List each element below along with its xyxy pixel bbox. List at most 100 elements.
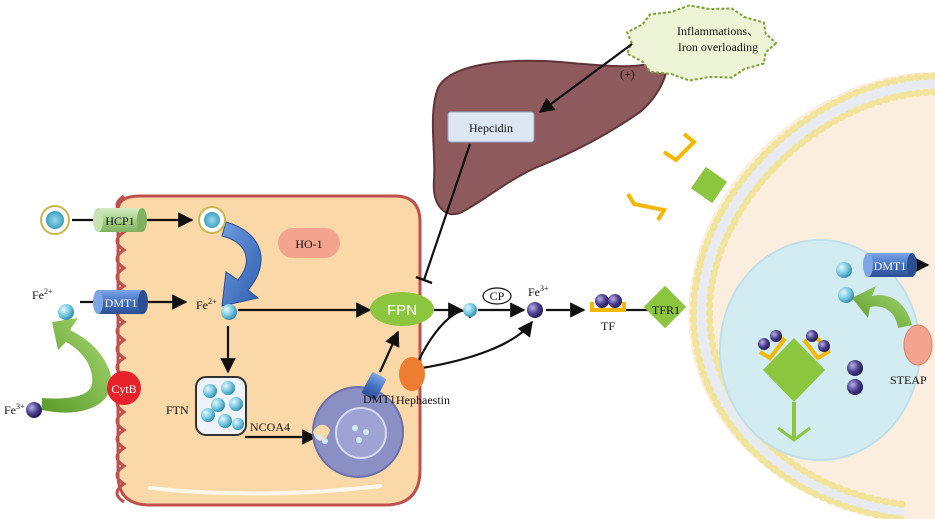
dmt1-label: DMT1 bbox=[105, 296, 138, 310]
target-cell bbox=[688, 72, 935, 519]
ferritin-iron-cluster bbox=[201, 381, 244, 430]
cytb-reduction-arrow bbox=[42, 318, 112, 413]
apo-tf-1 bbox=[662, 132, 697, 163]
steap-body bbox=[903, 324, 933, 366]
fe3-mid-label: Fe3+ bbox=[528, 284, 549, 299]
ftn-iron-5 bbox=[201, 408, 215, 422]
lysosome-iron-4 bbox=[316, 434, 322, 440]
dmt1-cap-left bbox=[93, 290, 103, 314]
tfr1-label: TFR1 bbox=[652, 303, 680, 317]
ho1-label: HO-1 bbox=[295, 237, 322, 251]
tf-label: TF bbox=[601, 319, 615, 333]
transferrin: TF bbox=[590, 294, 626, 333]
right-dmt1-cap-left bbox=[863, 253, 873, 277]
membrane-outer-heads bbox=[690, 72, 935, 519]
cytb-body bbox=[107, 371, 141, 405]
right-fe2-ion-2 bbox=[838, 287, 854, 303]
liver-shape bbox=[431, 58, 669, 215]
lysosome-iron-5 bbox=[322, 438, 328, 444]
ho1-conversion-arrow bbox=[221, 221, 262, 307]
dmt1-transporter: DMT1 bbox=[93, 290, 148, 314]
cell-highlight bbox=[148, 484, 382, 496]
ho1-body bbox=[278, 228, 340, 258]
cloud-shape bbox=[625, 4, 778, 82]
hcp1-cap-left bbox=[93, 208, 103, 232]
apo-transferrin bbox=[626, 132, 697, 222]
ftn-iron-6 bbox=[218, 414, 232, 428]
right-dmt1-label: DMT1 bbox=[874, 259, 907, 273]
heme-inside bbox=[202, 210, 222, 230]
inflammation-text-2: Iron overloading bbox=[678, 40, 758, 54]
lysosome-dmt1 bbox=[362, 372, 386, 400]
right-fe3-ion-2 bbox=[847, 379, 863, 395]
ho1-enzyme: HO-1 bbox=[278, 228, 340, 258]
endosome-tfr1-complex bbox=[758, 330, 831, 442]
hcp1-body bbox=[98, 208, 142, 232]
ftn-iron-3 bbox=[211, 398, 225, 412]
cytb-label: CytB bbox=[111, 382, 136, 396]
hcp1-transporter: HCP1 bbox=[93, 208, 147, 232]
ftn-iron-7 bbox=[232, 418, 244, 430]
microvilli bbox=[115, 194, 127, 504]
steap-reduction-arrow bbox=[852, 286, 912, 328]
fpn-transporter: FPN bbox=[370, 292, 434, 326]
lysosome-iron-1 bbox=[352, 425, 358, 431]
membrane-inner-heads bbox=[706, 88, 935, 509]
cytb-enzyme: CytB bbox=[107, 371, 141, 405]
tf-fe3-1 bbox=[595, 294, 609, 308]
fe3-plasma-ion bbox=[527, 302, 543, 318]
inflammation-text-1: Inflammations、 bbox=[677, 24, 759, 38]
dmt1-cap-right bbox=[138, 290, 148, 314]
hcp1-cap-right bbox=[137, 208, 147, 232]
endo-fe3-3 bbox=[806, 330, 818, 342]
tfr1-free bbox=[690, 166, 728, 204]
hephaestin-enzyme: Hephaestin bbox=[396, 357, 450, 407]
connectors bbox=[72, 43, 930, 445]
fe2-left-label: Fe2+ bbox=[32, 287, 53, 302]
right-dmt1-body bbox=[868, 253, 912, 277]
hcp1-label: HCP1 bbox=[105, 214, 134, 228]
hepcidin-inhibit-bar bbox=[415, 275, 433, 285]
fe2-exported-ion bbox=[463, 303, 477, 317]
hepcidin-inhibit-line bbox=[422, 143, 472, 281]
fpn-label: FPN bbox=[387, 302, 417, 319]
hephaestin-curve-2 bbox=[421, 320, 533, 370]
ncoa4-label: NCOA4 bbox=[250, 420, 290, 434]
hephaestin-label: Hephaestin bbox=[396, 393, 450, 407]
ferritin: FTN NCOA4 bbox=[166, 376, 290, 436]
cp-label: CP bbox=[490, 289, 505, 303]
right-dmt1-transporter: DMT1 bbox=[863, 253, 917, 277]
hepcidin-label: Hepcidin bbox=[469, 121, 513, 135]
tf-fe3-2 bbox=[608, 294, 622, 308]
heme-outside bbox=[44, 209, 66, 231]
cp-enzyme: CP bbox=[482, 287, 512, 305]
ftn-iron-1 bbox=[203, 384, 217, 398]
inflammation-cloud: Inflammations、 Iron overloading (+) bbox=[620, 4, 778, 82]
ftn-iron-4 bbox=[229, 397, 243, 411]
ions bbox=[26, 205, 863, 418]
right-fe3-ion-1 bbox=[847, 360, 863, 376]
fe2-inside-ion bbox=[221, 304, 237, 320]
endo-fe3-2 bbox=[770, 330, 782, 342]
endo-fe3-4 bbox=[818, 340, 830, 352]
lysosome-iron-2 bbox=[363, 429, 369, 435]
cloud-to-hepcidin-arrow bbox=[538, 43, 633, 113]
apo-tf-2 bbox=[626, 192, 668, 222]
hepcidin-box bbox=[447, 111, 535, 143]
lysosome: DMT1 bbox=[312, 372, 404, 478]
endosome-tfr1 bbox=[763, 338, 825, 402]
tf-bracket bbox=[590, 302, 626, 312]
fe2-mid-label: Fe2+ bbox=[196, 297, 217, 312]
plus-sign: (+) bbox=[620, 67, 635, 81]
dmt1-body bbox=[98, 290, 143, 314]
lysosome-inner bbox=[335, 407, 387, 459]
cp-body bbox=[482, 287, 512, 305]
lysosome-to-fpn-arrow bbox=[378, 330, 400, 373]
fe3-left-label: Fe3+ bbox=[4, 402, 25, 417]
steap-label: STEAP bbox=[890, 373, 927, 387]
fpn-body bbox=[370, 292, 434, 326]
ftn-iron-2 bbox=[221, 381, 235, 395]
ion-labels: Fe2+ Fe2+ Fe3+ Fe3+ bbox=[4, 284, 549, 417]
